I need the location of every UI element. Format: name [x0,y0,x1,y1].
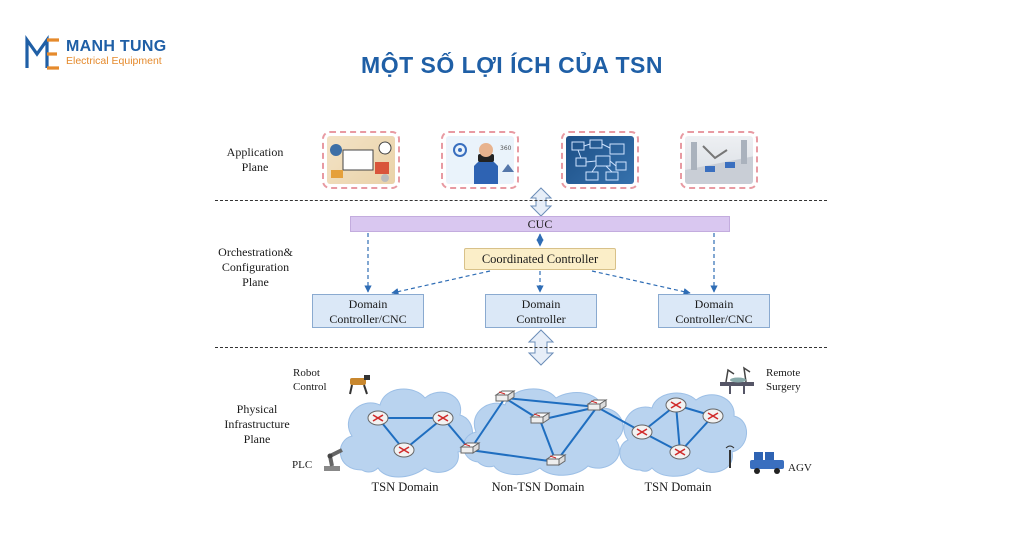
app-image-media-production [322,131,400,189]
switch-icon [494,390,516,402]
router-icon [631,424,653,440]
surgery-robot-icon [720,366,754,394]
router-icon [669,444,691,460]
logo-name: MANH TUNG [66,38,167,56]
app-image-virtual-reality: 360 [441,131,519,189]
brand-logo: MANH TUNG Electrical Equipment [24,34,166,72]
tsn-routers [367,397,724,460]
switch-icon [529,412,551,424]
tsn-domain-right-label: TSN Domain [644,480,712,494]
cuc-bar: CUC [350,216,730,232]
svg-text:360: 360 [500,145,512,152]
non-tsn-switches [459,390,608,466]
router-icon [393,442,415,458]
robot-dog-icon [349,375,370,395]
plane-separator-lower [215,347,827,348]
tsn-domain-left-label: TSN Domain [371,480,439,494]
switch-icon [459,442,481,454]
switch-icon [545,454,567,466]
plc-label: PLC [292,459,313,471]
router-icon [665,397,687,413]
control-arrows [364,233,718,296]
coordinated-controller-box: Coordinated Controller [464,248,616,270]
tsn-cloud-left [339,388,473,478]
plane-separator-upper [215,200,827,201]
router-icon [367,410,389,426]
agv-icon [750,452,784,474]
app-image-data-center [561,131,639,189]
non-tsn-domain-label: Non-TSN Domain [491,480,585,494]
page-title: MỘT SỐ LỢI ÍCH CỦA TSN [361,52,663,78]
logo-mark-icon [25,35,59,70]
switch-icon [586,399,608,411]
app-image-smart-factory [680,131,758,189]
antenna-icon [725,445,735,468]
router-icon [432,410,454,426]
router-icon [702,408,724,424]
robot-arm-icon [324,448,343,471]
logo-subtitle: Electrical Equipment [66,54,162,67]
double-arrow-upper-icon [529,187,553,217]
agv-label: AGV [788,462,812,474]
